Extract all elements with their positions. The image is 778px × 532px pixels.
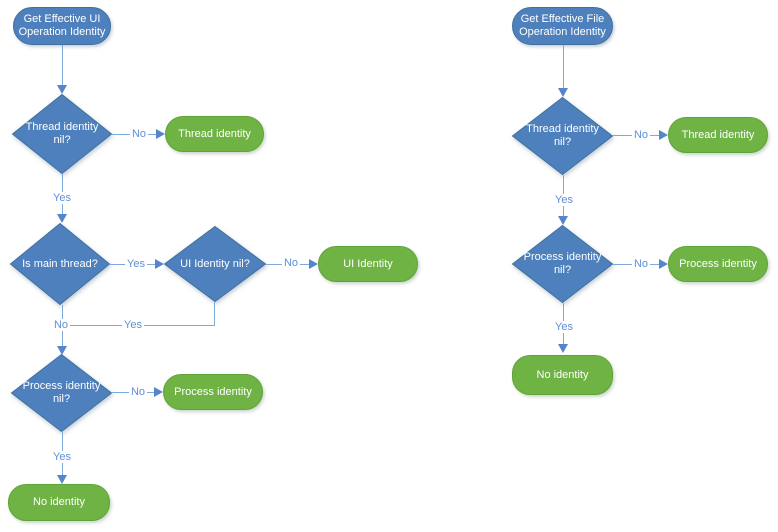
arrow-right-icon xyxy=(659,130,668,140)
edge-label-yes: Yes xyxy=(553,194,575,206)
left-thread-nil-decision: Thread identity nil? xyxy=(11,93,113,175)
left-process-identity-result: Process identity xyxy=(163,374,263,410)
left-ui-identity-label: UI Identity xyxy=(343,257,393,270)
right-process-nil-decision: Process identity nil? xyxy=(511,224,614,304)
left-main-thread-label: Is main thread? xyxy=(22,257,98,270)
edge-label-yes: Yes xyxy=(51,192,73,204)
arrow-right-icon xyxy=(156,129,165,139)
arrow-down-icon xyxy=(57,346,67,355)
diamond-shape xyxy=(10,353,113,433)
left-process-identity-label: Process identity xyxy=(174,385,252,398)
edge-label-no: No xyxy=(281,257,301,269)
right-thread-identity-label: Thread identity xyxy=(681,128,755,141)
right-thread-nil-decision: Thread identity nil? xyxy=(511,96,614,176)
connector-left-start-to-thread xyxy=(62,45,63,85)
arrow-down-icon xyxy=(57,85,67,94)
left-main-thread-decision: Is main thread? xyxy=(9,222,111,306)
diamond-shape xyxy=(511,96,614,176)
right-no-identity-result: No identity xyxy=(512,355,613,395)
right-no-identity-label: No identity xyxy=(536,368,589,381)
left-ui-nil-decision: UI Identity nil? xyxy=(163,225,267,303)
left-thread-nil-label: Thread identity nil? xyxy=(25,121,99,146)
edge-label-no: No xyxy=(631,129,651,141)
left-start-label: Get Effective UI Operation Identity xyxy=(18,13,106,38)
edge-label-yes: Yes xyxy=(51,451,73,463)
left-process-nil-decision: Process identity nil? xyxy=(10,353,113,433)
left-process-nil-label: Process identity nil? xyxy=(22,380,101,405)
diamond-shape xyxy=(9,222,111,306)
edge-label-no: No xyxy=(51,319,71,331)
diamond-shape xyxy=(11,93,113,175)
connector-right-start-to-thread xyxy=(563,45,564,88)
arrow-down-icon xyxy=(57,214,67,223)
arrow-down-icon xyxy=(558,344,568,353)
left-ui-nil-label: UI Identity nil? xyxy=(180,257,250,270)
arrow-down-icon xyxy=(57,475,67,484)
right-process-identity-result: Process identity xyxy=(668,246,768,282)
right-thread-identity-result: Thread identity xyxy=(668,117,768,153)
connector-left-ui-yes-vertical xyxy=(214,302,215,326)
edge-label-no: No xyxy=(128,386,148,398)
left-no-identity-result: No identity xyxy=(8,484,110,521)
right-process-identity-label: Process identity xyxy=(679,257,757,270)
arrow-down-icon xyxy=(558,216,568,225)
edge-label-no: No xyxy=(631,258,651,270)
edge-label-no: No xyxy=(129,128,149,140)
left-no-identity-label: No identity xyxy=(33,496,85,508)
arrow-right-icon xyxy=(154,387,163,397)
right-start-node: Get Effective File Operation Identity xyxy=(512,7,613,45)
left-thread-identity-label: Thread identity xyxy=(178,127,251,140)
right-thread-nil-label: Thread identity nil? xyxy=(526,123,599,148)
left-thread-identity-result: Thread identity xyxy=(165,116,264,152)
right-start-label: Get Effective File Operation Identity xyxy=(519,13,606,38)
diamond-shape xyxy=(511,224,614,304)
arrow-right-icon xyxy=(309,259,318,269)
edge-label-yes: Yes xyxy=(553,321,575,333)
left-start-node: Get Effective UI Operation Identity xyxy=(13,7,111,45)
right-process-nil-label: Process identity nil? xyxy=(523,251,602,276)
diamond-shape xyxy=(163,225,267,303)
arrow-right-icon xyxy=(155,259,164,269)
arrow-down-icon xyxy=(558,88,568,97)
edge-label-yes: Yes xyxy=(122,319,144,331)
left-ui-identity-result: UI Identity xyxy=(318,246,418,282)
arrow-right-icon xyxy=(659,259,668,269)
edge-label-yes: Yes xyxy=(125,258,147,270)
